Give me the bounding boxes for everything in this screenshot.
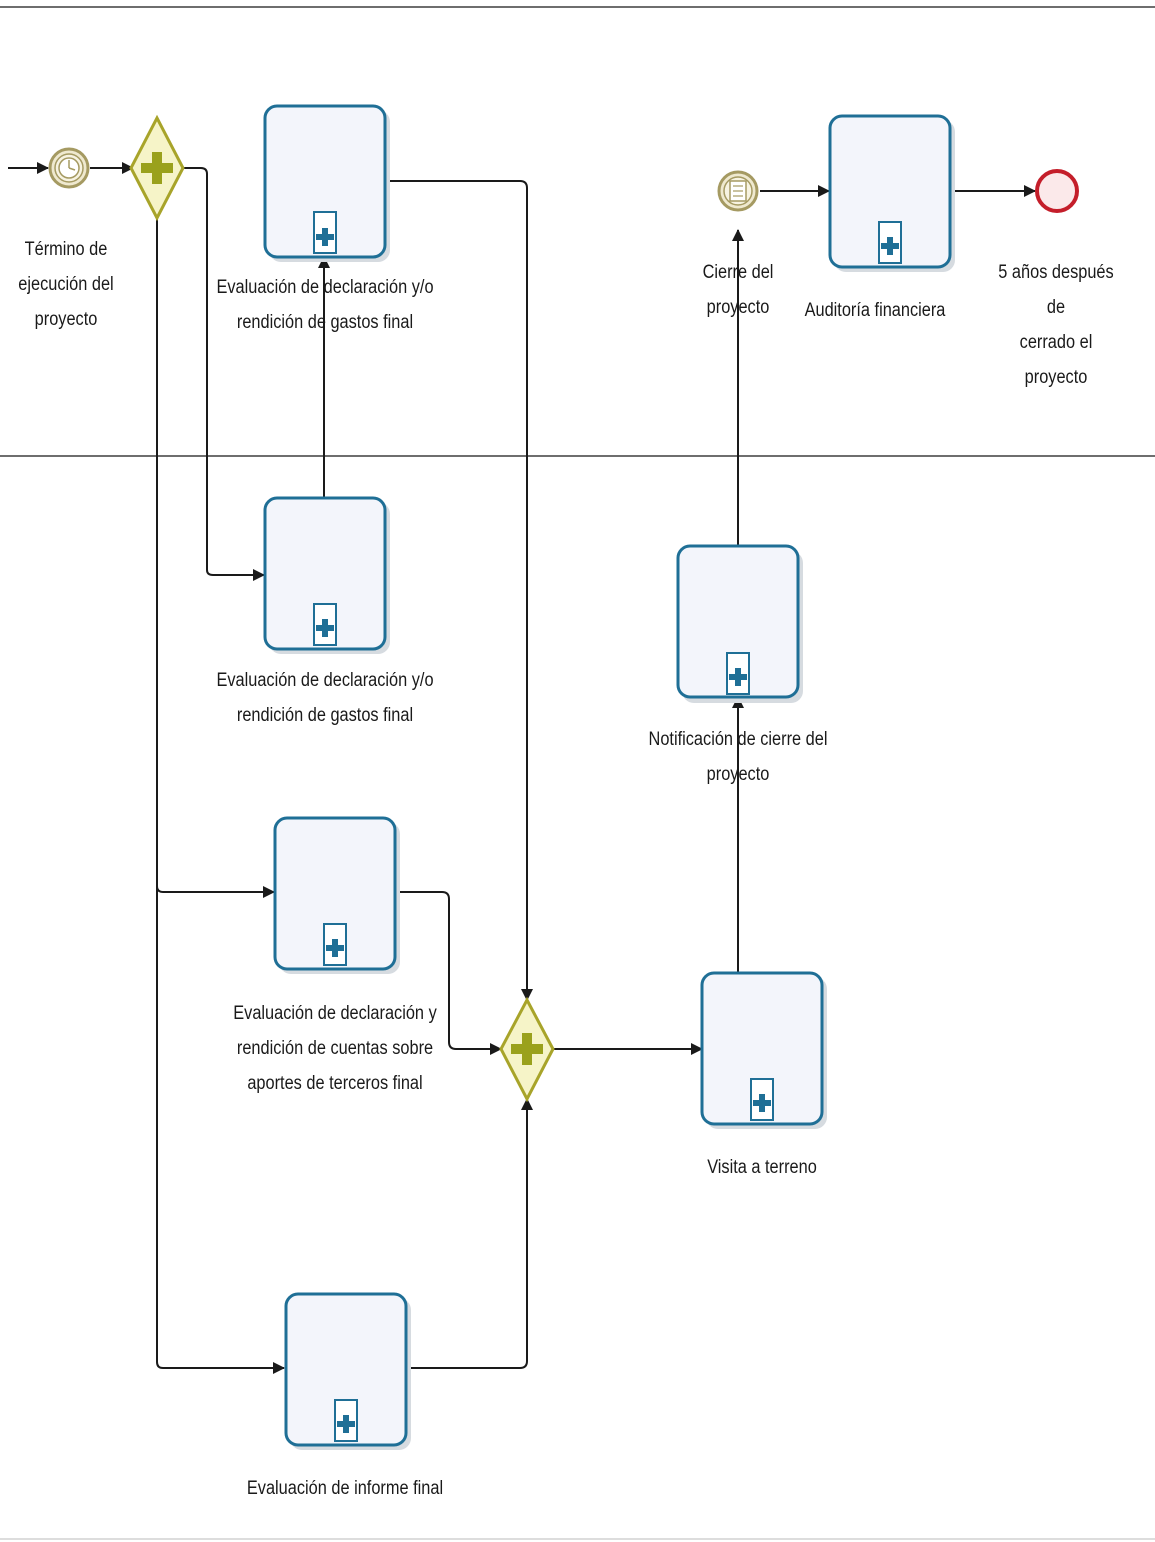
sequence-flows bbox=[8, 162, 1036, 1374]
subprocess-plus-icon bbox=[313, 603, 337, 646]
task-eval-decl-mid[interactable] bbox=[263, 496, 390, 654]
subprocess-plus-icon bbox=[878, 221, 902, 264]
label-intermediate-event: Cierre del proyecto bbox=[702, 262, 774, 318]
timer-start-event[interactable] bbox=[48, 147, 90, 189]
plus-icon bbox=[511, 1033, 543, 1065]
flow-eval-decl-top-to-join bbox=[386, 180, 533, 1001]
plus-icon bbox=[141, 152, 173, 184]
label-task-eval-informe: Evaluación de informe final bbox=[246, 1478, 444, 1499]
clock-icon bbox=[58, 157, 80, 179]
subprocess-plus-icon bbox=[726, 652, 750, 695]
end-event[interactable] bbox=[1035, 169, 1079, 213]
label-task-visita: Visita a terreno bbox=[707, 1157, 817, 1178]
subprocess-plus-icon bbox=[750, 1078, 774, 1121]
flow-eval-terceros-to-join bbox=[395, 891, 502, 1055]
task-eval-terceros[interactable] bbox=[273, 816, 400, 974]
label-end-event: 5 años después de cerrado el proyecto bbox=[998, 262, 1114, 388]
flow-gateway-to-eval-informe bbox=[156, 886, 285, 1374]
task-eval-decl-top[interactable] bbox=[263, 104, 390, 262]
label-task-auditoria: Auditoría financiera bbox=[804, 300, 946, 321]
intermediate-event-cierre[interactable] bbox=[717, 170, 759, 212]
label-task-eval-decl-top: Evaluación de declaración y/o rendición … bbox=[216, 277, 434, 333]
label-task-notificacion: Notificación de cierre del proyecto bbox=[648, 729, 828, 785]
task-notificacion[interactable] bbox=[676, 544, 803, 703]
subprocess-plus-icon bbox=[323, 923, 347, 966]
label-timer-start-event: Término de ejecución del proyecto bbox=[18, 239, 114, 330]
parallel-gateway-split[interactable] bbox=[129, 114, 185, 222]
subprocess-plus-icon bbox=[313, 211, 337, 254]
flow-eval-informe-to-join bbox=[406, 1098, 533, 1369]
label-task-eval-terceros: Evaluación de declaración y rendición de… bbox=[233, 1003, 437, 1094]
parallel-gateway-join[interactable] bbox=[499, 996, 555, 1103]
task-eval-informe[interactable] bbox=[284, 1292, 411, 1450]
label-task-eval-decl-mid: Evaluación de declaración y/o rendición … bbox=[216, 670, 434, 726]
task-visita[interactable] bbox=[700, 971, 827, 1129]
flow-gateway-to-eval-decl-mid bbox=[182, 167, 265, 581]
subprocess-plus-icon bbox=[334, 1399, 358, 1442]
message-icon bbox=[729, 180, 747, 202]
task-auditoria[interactable] bbox=[828, 114, 955, 272]
